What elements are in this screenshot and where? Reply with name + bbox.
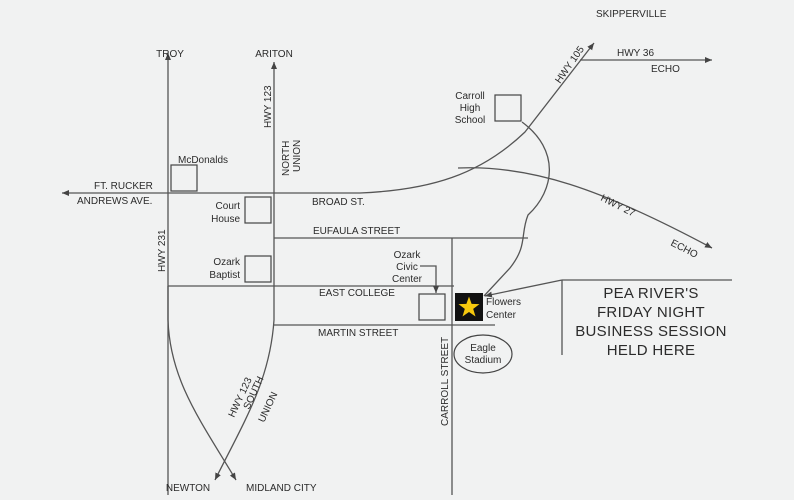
label-hwy105: HWY 105 bbox=[553, 44, 587, 86]
label-eufaula-street: EUFAULA STREET bbox=[313, 226, 400, 237]
label-ariton: ARITON bbox=[255, 49, 293, 60]
loop-road bbox=[483, 121, 551, 297]
label-carroll-high-2: High bbox=[460, 103, 481, 114]
midland-city-road bbox=[214, 286, 275, 481]
label-ozark-civic-3: Center bbox=[392, 274, 423, 285]
label-ozark-civic-2: Civic bbox=[396, 262, 418, 273]
label-martin-street: MARTIN STREET bbox=[318, 328, 398, 339]
label-hwy36: HWY 36 bbox=[617, 48, 654, 59]
banner-to-star-line bbox=[484, 279, 563, 298]
label-eagle-stadium-1: Eagle bbox=[470, 343, 496, 354]
mcdonalds-box bbox=[170, 164, 198, 192]
label-troy: TROY bbox=[156, 49, 184, 60]
label-ft-rucker: FT. RUCKER bbox=[94, 181, 153, 192]
label-ozark-baptist-2: Baptist bbox=[209, 270, 240, 281]
hwy27-road bbox=[457, 167, 713, 249]
broad-street-road bbox=[274, 42, 595, 194]
destination-labels: TROY ARITON SKIPPERVILLE HWY 36 ECHO FT.… bbox=[77, 9, 700, 494]
ozark-baptist-box bbox=[244, 255, 272, 283]
label-flowers-center-1: Flowers bbox=[486, 297, 521, 308]
label-north: NORTH bbox=[281, 141, 292, 176]
landmark-labels: McDonalds Court House Ozark Baptist Carr… bbox=[178, 91, 521, 366]
eagle-stadium-oval bbox=[453, 334, 513, 374]
label-hwy123-north: HWY 123 bbox=[263, 85, 274, 128]
civic-center-callout bbox=[420, 265, 439, 293]
label-ozark-civic-1: Ozark bbox=[394, 250, 422, 261]
label-court-house-2: House bbox=[211, 214, 240, 225]
label-eagle-stadium-2: Stadium bbox=[465, 355, 502, 366]
label-mcdonalds: McDonalds bbox=[178, 155, 228, 166]
label-east-college: EAST COLLEGE bbox=[319, 288, 395, 299]
carroll-high-box bbox=[494, 94, 522, 122]
label-hwy27: HWY 27 bbox=[599, 193, 637, 220]
label-flowers-center-2: Center bbox=[486, 310, 517, 321]
label-andrews-ave: ANDREWS AVE. bbox=[77, 196, 152, 207]
banner-line-2: FRIDAY NIGHT bbox=[597, 304, 705, 321]
label-broad-st: BROAD ST. bbox=[312, 197, 365, 208]
label-newton: NEWTON bbox=[166, 483, 210, 494]
banner-line-4: HELD HERE bbox=[607, 342, 696, 359]
event-banner: PEA RIVER'S FRIDAY NIGHT BUSINESS SESSIO… bbox=[575, 285, 727, 359]
label-midland-city: MIDLAND CITY bbox=[246, 483, 317, 494]
label-carroll-high-3: School bbox=[455, 115, 486, 126]
banner-line-3: BUSINESS SESSION bbox=[575, 323, 727, 340]
label-court-house-1: Court bbox=[216, 201, 241, 212]
label-echo-top: ECHO bbox=[651, 64, 680, 75]
label-union-north: UNION bbox=[292, 140, 303, 172]
roads bbox=[62, 42, 732, 495]
ozark-civic-box bbox=[418, 293, 446, 321]
label-skipperville: SKIPPERVILLE bbox=[596, 9, 667, 20]
label-carroll-street: CARROLL STREET bbox=[440, 337, 451, 426]
label-carroll-high-1: Carroll bbox=[455, 91, 484, 102]
star-icon bbox=[458, 296, 480, 317]
label-ozark-baptist-1: Ozark bbox=[213, 257, 241, 268]
label-echo-right: ECHO bbox=[669, 238, 700, 261]
label-hwy231: HWY 231 bbox=[157, 229, 168, 272]
court-house-box bbox=[244, 196, 272, 224]
buildings bbox=[170, 94, 522, 374]
banner-line-1: PEA RIVER'S bbox=[603, 285, 698, 302]
label-union-south: UNION bbox=[257, 390, 281, 424]
banner-pointer-line bbox=[561, 279, 732, 355]
road-labels: HWY 123 NORTH UNION HWY 105 HWY 27 HWY 2… bbox=[157, 44, 637, 426]
newton-road bbox=[167, 286, 237, 481]
